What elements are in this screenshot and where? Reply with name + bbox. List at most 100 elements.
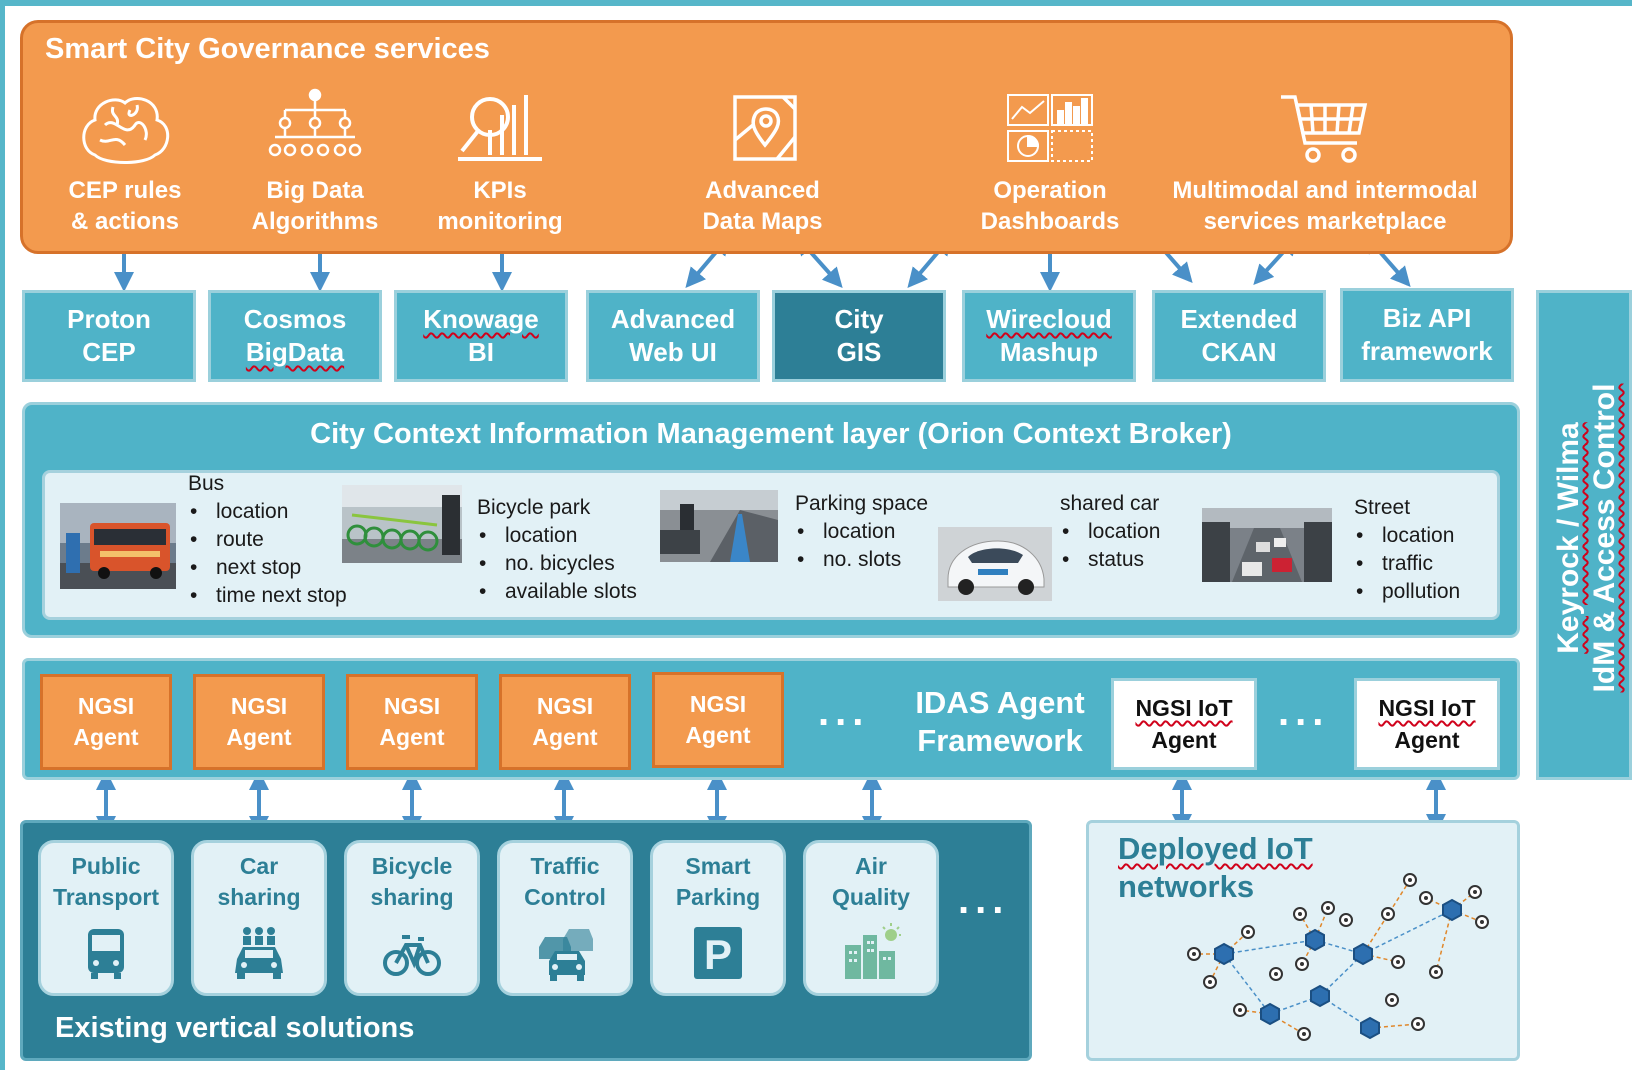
idas-framework-label: IDAS Agent Framework [904,684,1096,760]
component-label-2: BigData [245,337,345,367]
access-control-panel[interactable]: Keyrock / Wilma IdM & Access Control [1536,290,1632,780]
street-photo [1202,508,1332,582]
ngsi-agent-2[interactable]: NGSI Agent [193,674,325,770]
entity-attr: location [190,498,347,526]
svg-text:P: P [704,931,732,978]
map-pin-icon [713,85,813,175]
tile-label-1: Public [71,853,141,879]
service-cep: CEP rules & actions [40,85,210,237]
tile-public-transport[interactable]: Public Transport [38,840,174,996]
idas-label-1: IDAS Agent [915,685,1085,720]
iot-agent-label-2: Agent [1151,727,1217,753]
component-extended-ckan[interactable]: Extended CKAN [1152,290,1326,382]
agent-label-1: NGSI [689,691,747,717]
agent-label-1: NGSI [77,693,135,719]
entity-bicycle-park: Bicycle park location no. bicycles avail… [477,494,637,606]
component-label-1: City [834,304,884,334]
vertical-solutions-label: Existing vertical solutions [55,1012,415,1044]
kpi-chart-icon [450,85,550,175]
tile-label-2: Transport [52,884,160,910]
tile-bicycle-sharing[interactable]: Bicycle sharing [344,840,480,996]
tile-air-quality[interactable]: Air Quality [803,840,939,996]
iot-networks-label: Deployed IoT networks [1118,830,1313,906]
component-cosmos-bigdata[interactable]: Cosmos BigData [208,290,382,382]
bus-icon [76,923,136,983]
entity-name: shared car [1060,492,1160,515]
entity-attr: location [479,522,637,550]
ngsi-iot-agent-2[interactable]: NGSI IoT Agent [1354,678,1500,770]
entity-parking-space: Parking space location no. slots [795,490,928,574]
access-control-line-2: IdM & Access Control [1588,383,1621,693]
agent-label-1: NGSI [536,693,594,719]
tile-label-1: Bicycle [371,853,453,879]
entity-name: Bus [188,472,225,495]
service-label-2: Algorithms [251,208,379,235]
component-proton-cep[interactable]: Proton CEP [22,290,196,382]
component-advanced-web-ui[interactable]: Advanced Web UI [586,290,760,382]
entity-attr: pollution [1356,578,1460,606]
access-control-line-1: Keyrock / Wilma [1552,422,1585,654]
agent-label-2: Agent [226,724,292,750]
entity-attr: available slots [479,578,637,606]
entity-attr: traffic [1356,550,1460,578]
component-label-1: Knowage [423,304,539,334]
ngsi-agent-4[interactable]: NGSI Agent [499,674,631,770]
hierarchy-icon [265,85,365,175]
entity-attr: location [1356,522,1460,550]
service-bigdata: Big Data Algorithms [230,85,400,237]
iot-label-2: networks [1118,869,1255,904]
verticals-ellipsis: ... [958,878,1010,922]
brain-icon [75,85,175,175]
entity-attr: no. bicycles [479,550,637,578]
service-dashboards: Operation Dashboards [965,85,1135,237]
ngsi-agent-3[interactable]: NGSI Agent [346,674,478,770]
service-label-2: Dashboards [980,208,1120,235]
air-quality-icon [841,923,902,983]
entity-attr: status [1062,546,1160,574]
governance-panel [20,20,1513,254]
entity-bus: Bus location route next stop time next s… [188,470,347,610]
entity-name: Bicycle park [477,496,591,519]
component-knowage-bi[interactable]: Knowage BI [394,290,568,382]
agent-label-2: Agent [73,724,139,750]
tile-traffic-control[interactable]: Traffic Control [497,840,633,996]
context-layer-title: City Context Information Management laye… [310,418,1232,450]
component-biz-api-framework[interactable]: Biz API framework [1340,288,1514,382]
entity-attr: route [190,526,347,554]
ngsi-agent-5[interactable]: NGSI Agent [652,672,784,768]
tile-smart-parking[interactable]: Smart Parking P [650,840,786,996]
service-marketplace: Multimodal and intermodal services marke… [1160,85,1490,237]
service-label-1: Advanced [705,177,820,204]
car-photo [938,527,1052,601]
service-label-1: CEP rules [68,177,182,204]
component-wirecloud-mashup[interactable]: Wirecloud Mashup [962,290,1136,382]
tile-label-2: sharing [370,884,454,910]
component-label-1: Extended [1180,304,1298,334]
entity-attr: no. slots [797,546,928,574]
governance-title: Smart City Governance services [45,33,490,65]
tile-label-1: Smart [685,853,751,879]
bicycles-photo [342,485,462,563]
agent-label-2: Agent [685,722,751,748]
entity-name: Parking space [795,492,929,515]
ngsi-agent-1[interactable]: NGSI Agent [40,674,172,770]
component-label-1: Biz API [1382,303,1472,333]
tile-label-2: Control [524,884,606,910]
top-border [0,0,1632,6]
component-label-2: framework [1361,336,1493,366]
iot-agent-label-2: Agent [1394,727,1460,753]
entity-shared-car: shared car location status [1060,490,1160,574]
tile-label-2: sharing [217,884,301,910]
tile-car-sharing[interactable]: Car sharing [191,840,327,996]
traffic-icon [535,923,595,983]
tile-label-2: Parking [675,884,761,910]
service-label-1: KPIs [473,177,527,204]
iot-agents-ellipsis: ... [1278,690,1330,734]
entity-street: Street location traffic pollution [1354,494,1460,606]
component-label-1: Wirecloud [986,304,1112,334]
component-city-gis[interactable]: City GIS [772,290,946,382]
idas-label-2: Framework [917,723,1083,758]
agent-label-1: NGSI [230,693,288,719]
ngsi-iot-agent-1[interactable]: NGSI IoT Agent [1111,678,1257,770]
component-label-2: BI [468,337,494,367]
